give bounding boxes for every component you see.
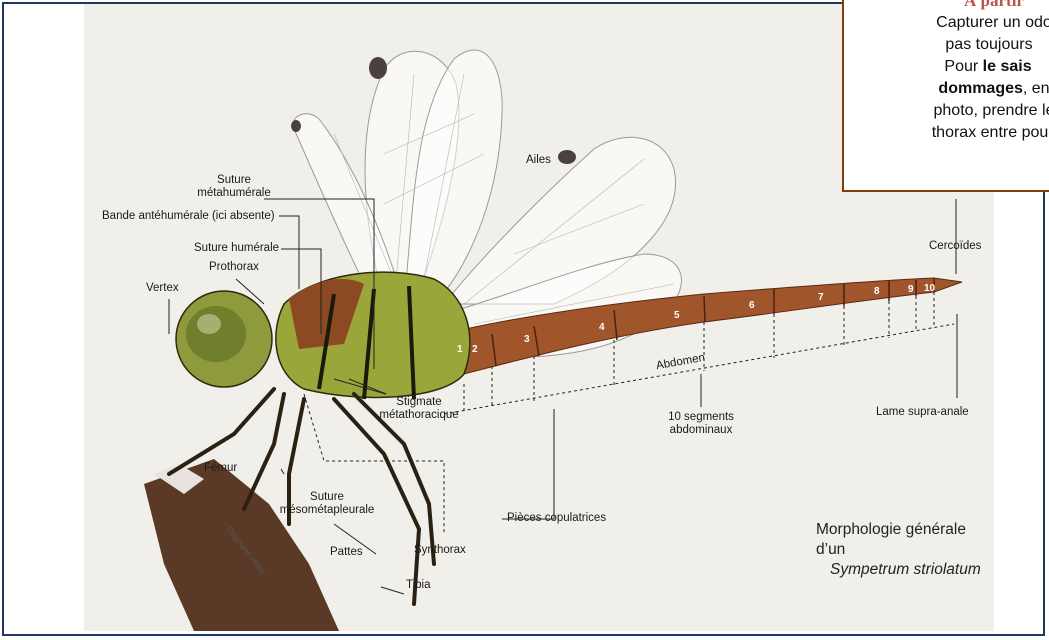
wing-spot-3 [558, 150, 576, 164]
note-line-4b: , en [1023, 80, 1049, 97]
label-suture-mesometapleurale: Suture mésométapleurale [272, 491, 382, 517]
eye-shape [186, 306, 246, 362]
label-pieces-copulatrices: Pièces copulatrices [507, 512, 606, 525]
label-ailes: Ailes [526, 154, 551, 167]
label-pattes: Pattes [330, 546, 363, 559]
note-line-3a: Pour [944, 58, 982, 75]
caption-line-1: Morphologie générale d’un [816, 520, 994, 560]
segment-number-7: 7 [818, 292, 824, 303]
note-line-1: Capturer un odo [844, 12, 1049, 34]
eye-highlight [197, 314, 221, 334]
caption: Morphologie générale d’un Sympetrum stri… [816, 520, 994, 580]
segment-number-1: 1 [457, 344, 463, 355]
label-prothorax: Prothorax [209, 261, 259, 274]
note-line-4a: dommages [938, 80, 1022, 97]
note-title: À partir [844, 0, 1049, 12]
label-stigmate-metathoracique: Stigmate métathoracique [369, 396, 469, 422]
segment-number-4: 4 [599, 322, 605, 333]
wing-spot-1 [369, 57, 387, 79]
segment-number-6: 6 [749, 300, 755, 311]
label-suture-metahumerale: Suture métahumérale [184, 174, 284, 200]
label-cercoides: Cercoïdes [929, 240, 981, 253]
note-text: À partir Capturer un odo pas toujours Po… [844, 0, 1049, 144]
caption-line-2: Sympetrum striolatum [816, 560, 994, 580]
note-line-6: thorax entre pouc [844, 122, 1049, 144]
segment-number-9: 9 [908, 284, 914, 295]
segment-number-8: 8 [874, 286, 880, 297]
label-tibia: Tibia [406, 579, 431, 592]
segment-number-10: 10 [924, 283, 935, 294]
segment-number-2: 2 [472, 344, 478, 355]
label-10-segments: 10 segments abdominaux [651, 411, 751, 437]
label-synthorax: Synthorax [414, 544, 466, 557]
label-bande-antehumerale: Bande antéhumérale (ici absente) [102, 210, 275, 223]
note-line-3b: le sais [983, 58, 1032, 75]
note-line-2: pas toujours [844, 34, 1049, 56]
segment-number-5: 5 [674, 310, 680, 321]
segment-number-3: 3 [524, 334, 530, 345]
label-lame-supra-anale: Lame supra-anale [876, 406, 969, 419]
note-box: À partir Capturer un odo pas toujours Po… [842, 0, 1049, 192]
label-suture-humerale: Suture humérale [194, 242, 279, 255]
label-vertex: Vertex [146, 282, 179, 295]
label-femur: Fémur [204, 462, 237, 475]
note-line-5: photo, prendre le [844, 100, 1049, 122]
wing-spot-2 [291, 120, 301, 132]
